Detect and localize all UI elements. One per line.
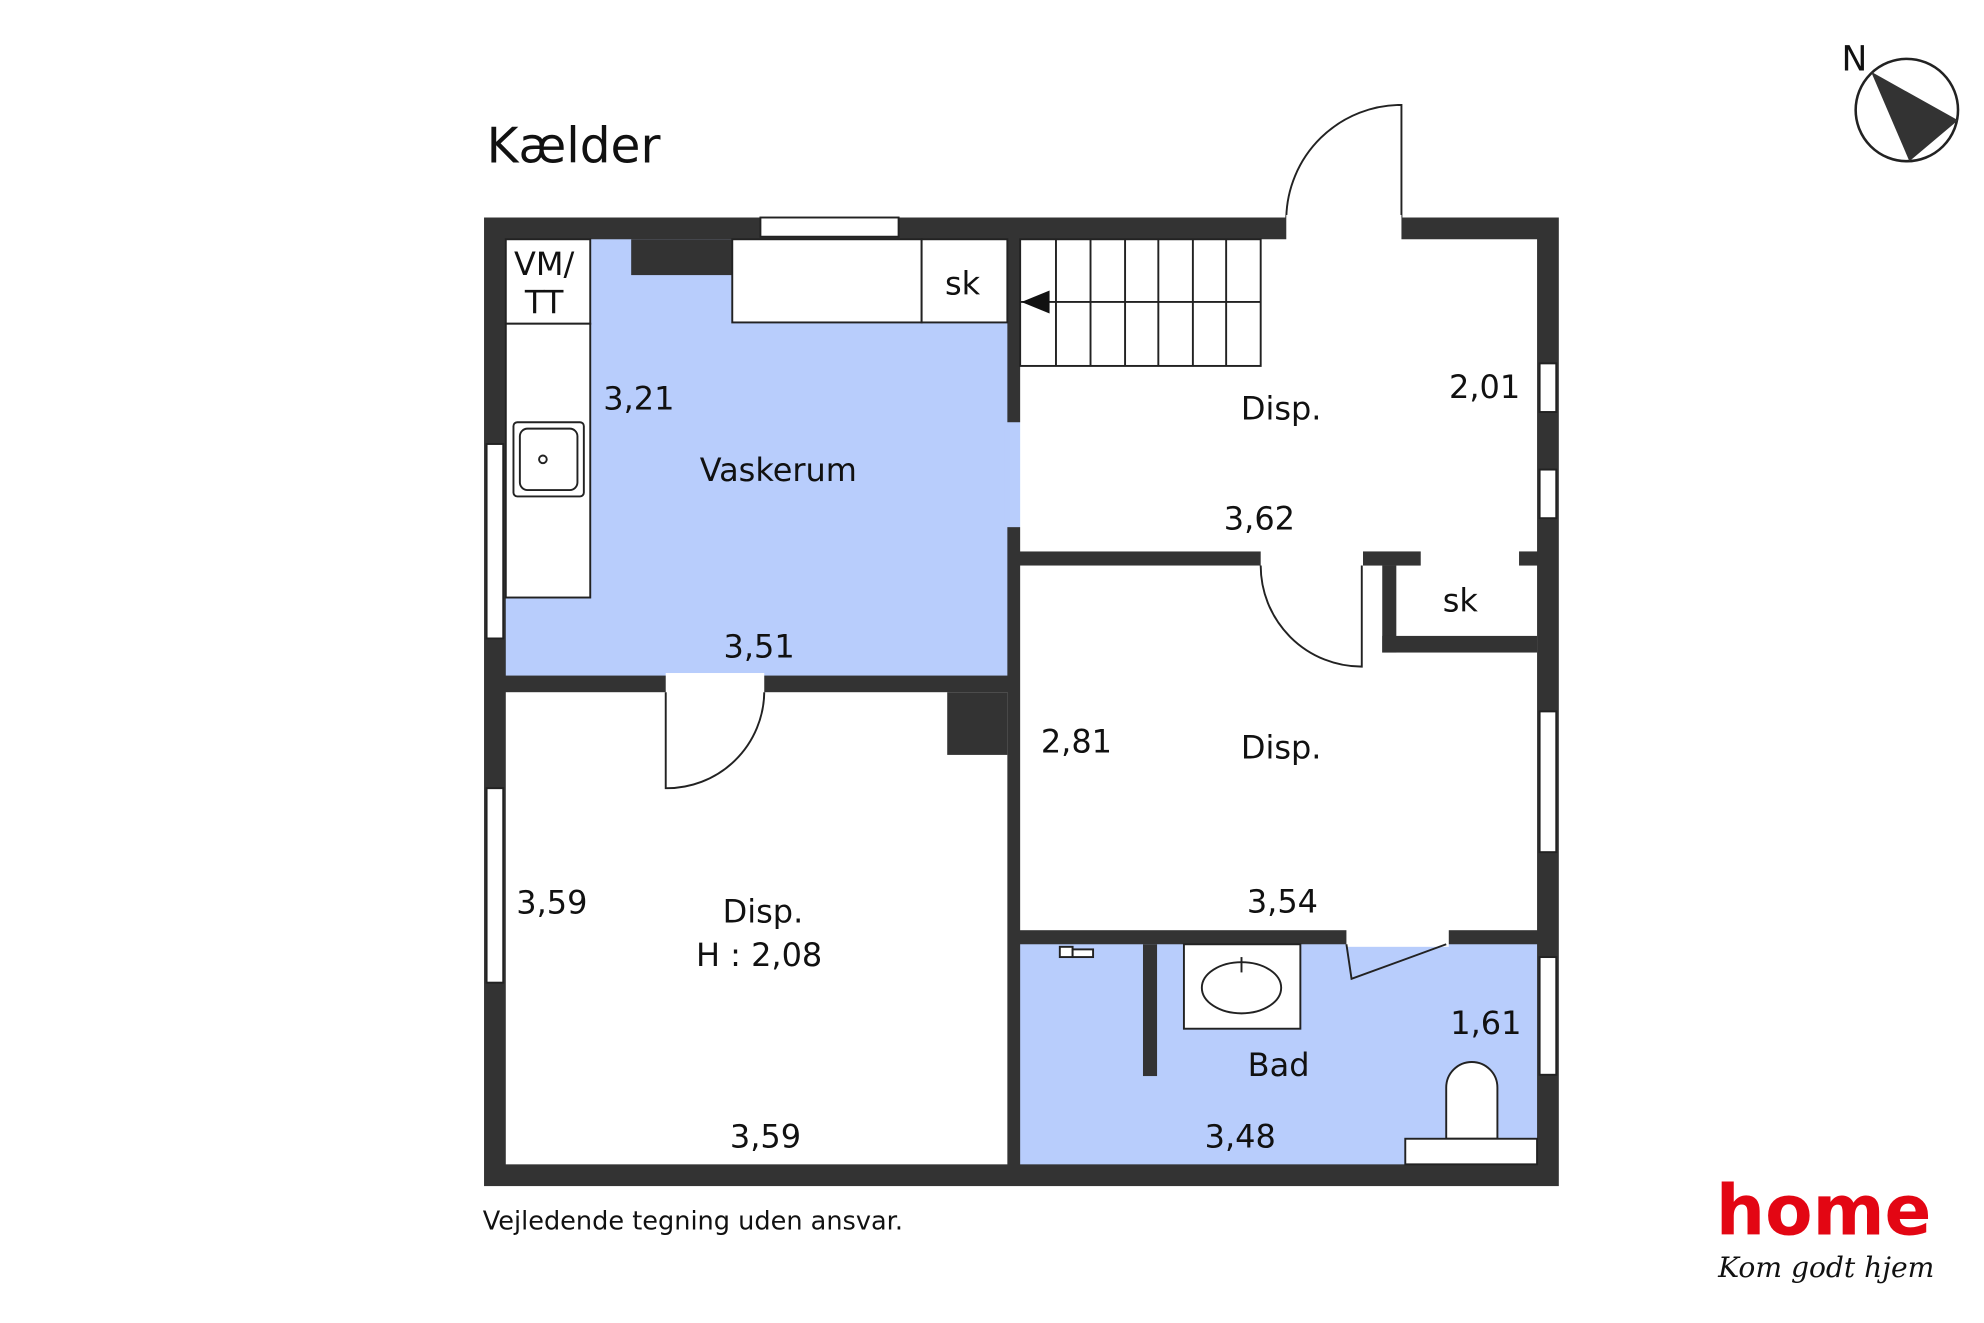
logo-tagline: Kom godt hjem [1717, 1251, 1934, 1284]
window [485, 787, 505, 984]
door [1259, 565, 1363, 668]
wall [1382, 635, 1538, 653]
sk-label: sk [1443, 582, 1479, 620]
partition-wall [1142, 944, 1158, 1077]
vaskerum-opening [1004, 422, 1023, 528]
closet-opening [1420, 548, 1520, 569]
wall [1519, 551, 1538, 566]
toilet [1445, 1061, 1499, 1140]
room-name-vaskerum: Vaskerum [700, 451, 857, 489]
stair-arrow-icon [1021, 290, 1050, 314]
room-disp-left [505, 692, 1008, 1165]
vm-tt-label: TT [524, 283, 564, 321]
door [664, 692, 766, 790]
dimension-label: 3,62 [1224, 500, 1295, 538]
dimension-label: 1,61 [1450, 1004, 1521, 1042]
logo-brand: home [1716, 1172, 1931, 1252]
room-name-bad: Bad [1248, 1046, 1310, 1084]
window [485, 443, 505, 640]
window [1538, 956, 1558, 1076]
window [759, 216, 900, 238]
dimension-label: 3,21 [603, 379, 674, 417]
room-disp-middle [1020, 565, 1538, 931]
door-opening [1260, 548, 1364, 569]
chimney [631, 239, 733, 276]
door-opening [1346, 927, 1449, 947]
room-name-disp: Disp. [1241, 390, 1322, 428]
home-logo: home Kom godt hjem [1716, 1172, 1934, 1284]
dimension-label: 3,48 [1205, 1118, 1276, 1156]
dimension-label: 3,54 [1247, 882, 1318, 920]
north-compass-icon: N [1841, 39, 1960, 163]
dimension-label: 3,51 [724, 628, 795, 666]
dimension-label: 2,81 [1041, 722, 1112, 760]
room-name-disp: Disp. [1241, 729, 1322, 767]
door [1345, 943, 1447, 981]
entrance-door [1285, 103, 1403, 218]
window [1538, 362, 1558, 413]
washer-dryer [504, 238, 592, 325]
wall [1382, 565, 1397, 653]
compass-north-label: N [1841, 39, 1867, 79]
sk-label: sk [945, 264, 981, 302]
dimension-label: 3,59 [516, 884, 587, 922]
disclaimer: Vejledende tegning uden ansvar. [483, 1207, 903, 1237]
drain [538, 454, 548, 465]
cabinet-sk [920, 238, 1009, 324]
dimension-label: 2,01 [1449, 368, 1520, 406]
window [1538, 468, 1558, 520]
shower-icon [1058, 945, 1095, 959]
counter [731, 238, 923, 324]
door-opening [665, 673, 765, 695]
entrance-opening [1286, 214, 1402, 241]
wall [1363, 551, 1421, 566]
staircase [1019, 238, 1262, 367]
window [1538, 710, 1558, 854]
dimension-label: 3,59 [730, 1118, 801, 1156]
column [947, 692, 1008, 755]
ceiling-height: H : 2,08 [696, 936, 822, 974]
vm-tt-label: VM/ [514, 245, 574, 283]
floor-title: Kælder [487, 118, 661, 174]
room-name-disp: Disp. [723, 893, 804, 931]
toilet-cistern [1404, 1137, 1539, 1166]
utility-sink-basin [518, 427, 579, 492]
